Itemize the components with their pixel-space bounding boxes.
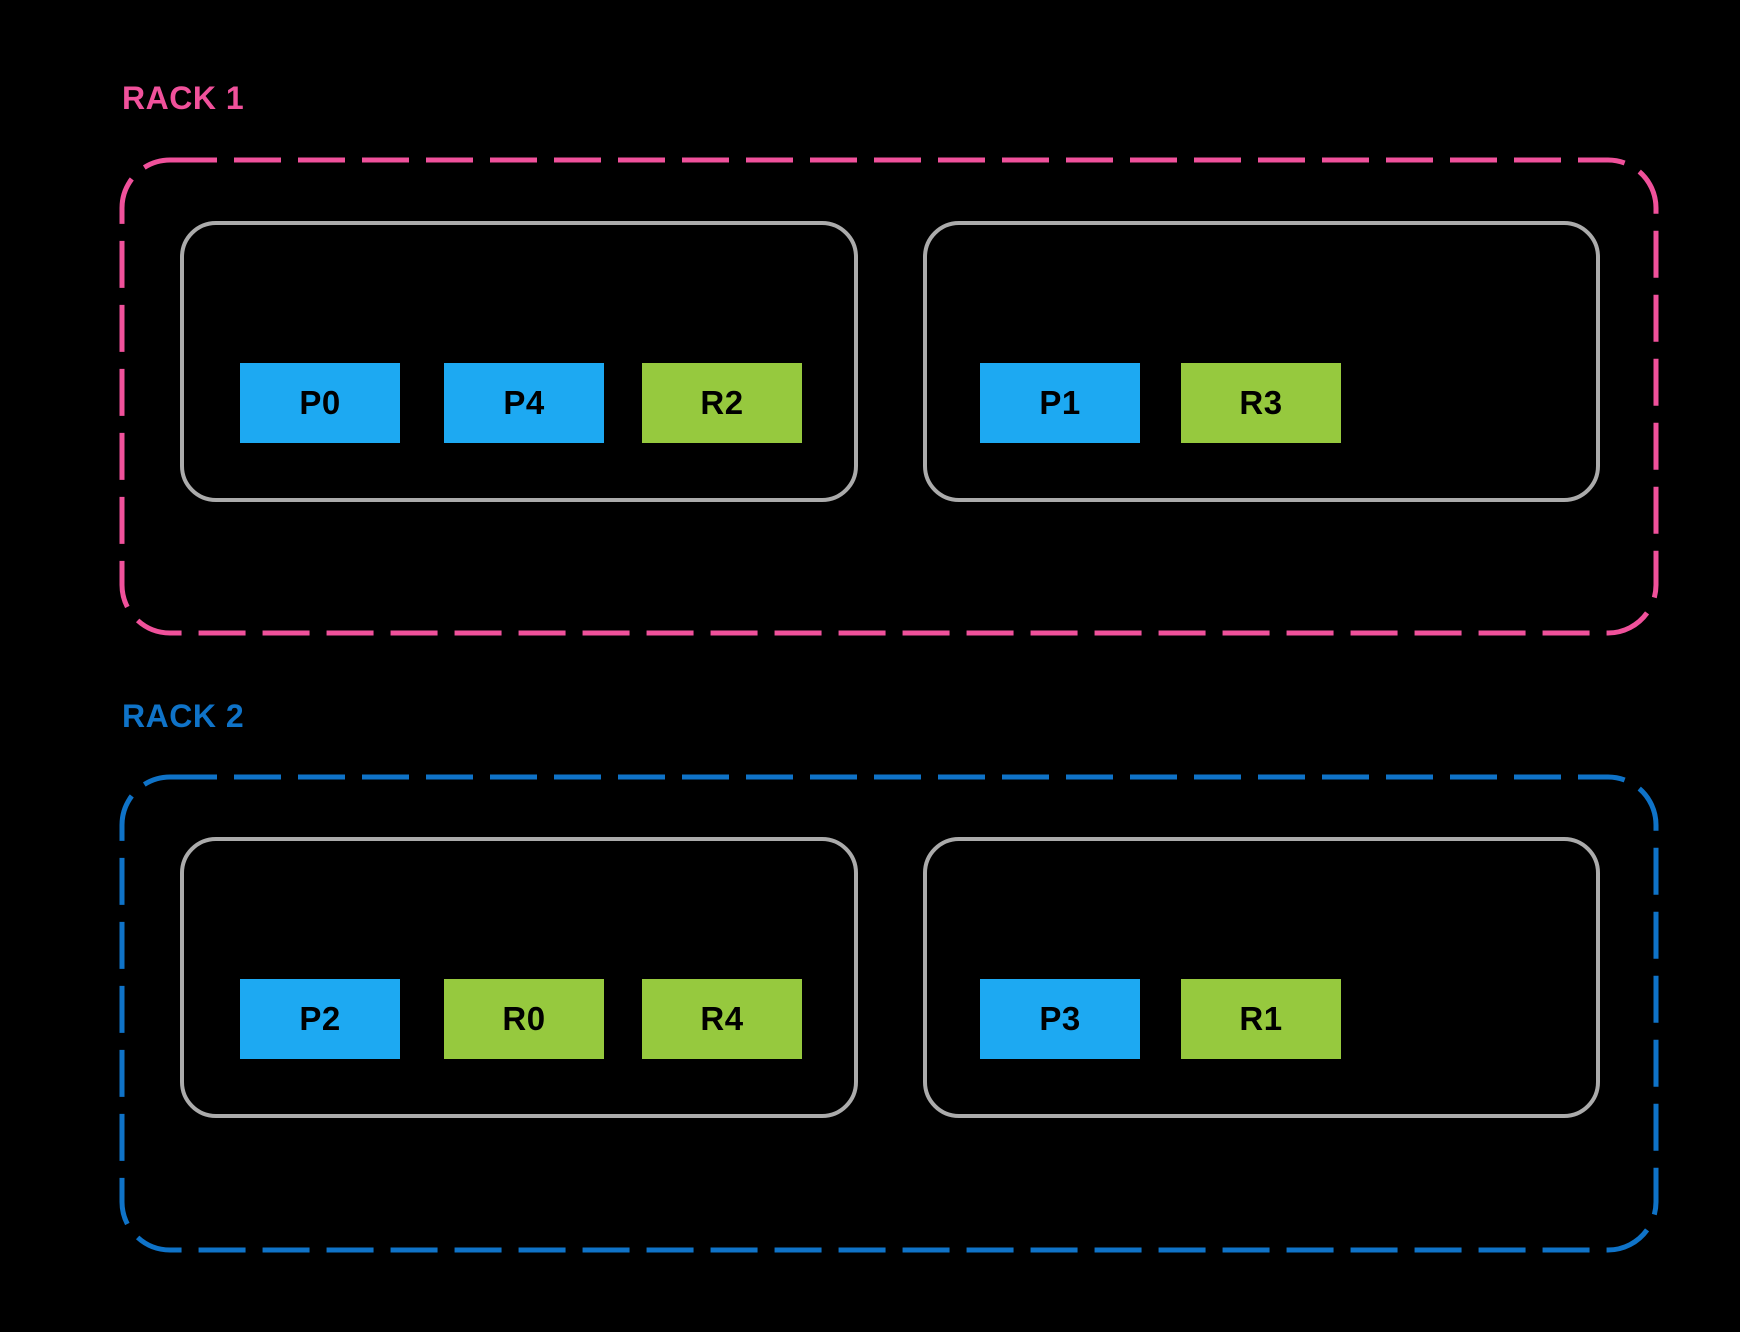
rack2-host-2: P3 R1 (923, 837, 1600, 1118)
chip-r2: R2 (642, 363, 802, 443)
rack2-boundary-rect (119, 774, 1659, 1253)
chip-p1: P1 (980, 363, 1140, 443)
chip-p3: P3 (980, 979, 1140, 1059)
rack1-host-2: P1 R3 (923, 221, 1600, 502)
chip-p4: P4 (444, 363, 604, 443)
rack1-host-1: P0 P4 R2 (180, 221, 858, 502)
rack2-host-1: P2 R0 R4 (180, 837, 858, 1118)
chip-p2: P2 (240, 979, 400, 1059)
rack1-boundary-rect (119, 157, 1659, 636)
chip-r1: R1 (1181, 979, 1341, 1059)
chip-r3: R3 (1181, 363, 1341, 443)
chip-r0: R0 (444, 979, 604, 1059)
chip-p0: P0 (240, 363, 400, 443)
rack1-title: RACK 1 (122, 80, 245, 116)
rack2-boundary (119, 774, 1659, 1253)
rack1-boundary (119, 157, 1659, 636)
rack2-title: RACK 2 (122, 698, 245, 734)
chip-r4: R4 (642, 979, 802, 1059)
